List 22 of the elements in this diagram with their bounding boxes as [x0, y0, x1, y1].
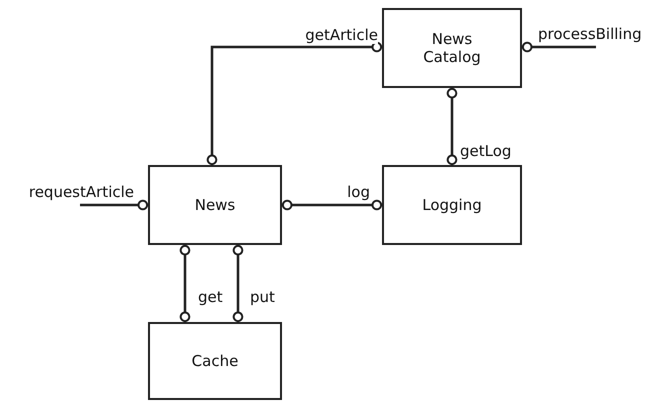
connector	[206, 42, 382, 166]
edge-label: get	[198, 289, 223, 306]
edge-label: getLog	[460, 143, 512, 160]
component-name: News Catalog	[422, 30, 482, 66]
connector	[232, 244, 244, 322]
component-box	[382, 165, 522, 245]
connector	[180, 244, 190, 322]
connector	[282, 200, 382, 210]
edge-label: log	[347, 184, 370, 201]
component-box	[148, 165, 282, 245]
edge-label: requestArticle	[28, 184, 134, 201]
component-name: News	[194, 196, 236, 214]
connector	[522, 42, 596, 52]
component-box	[382, 8, 522, 88]
connector	[80, 200, 148, 210]
edge-label: put	[250, 289, 275, 306]
component-name: Logging	[422, 196, 482, 214]
connector	[446, 88, 458, 166]
component-name: Cache	[192, 352, 238, 370]
edge-label: getArticle	[305, 27, 378, 44]
component-box	[148, 322, 282, 400]
edge-label: processBilling	[538, 26, 642, 43]
